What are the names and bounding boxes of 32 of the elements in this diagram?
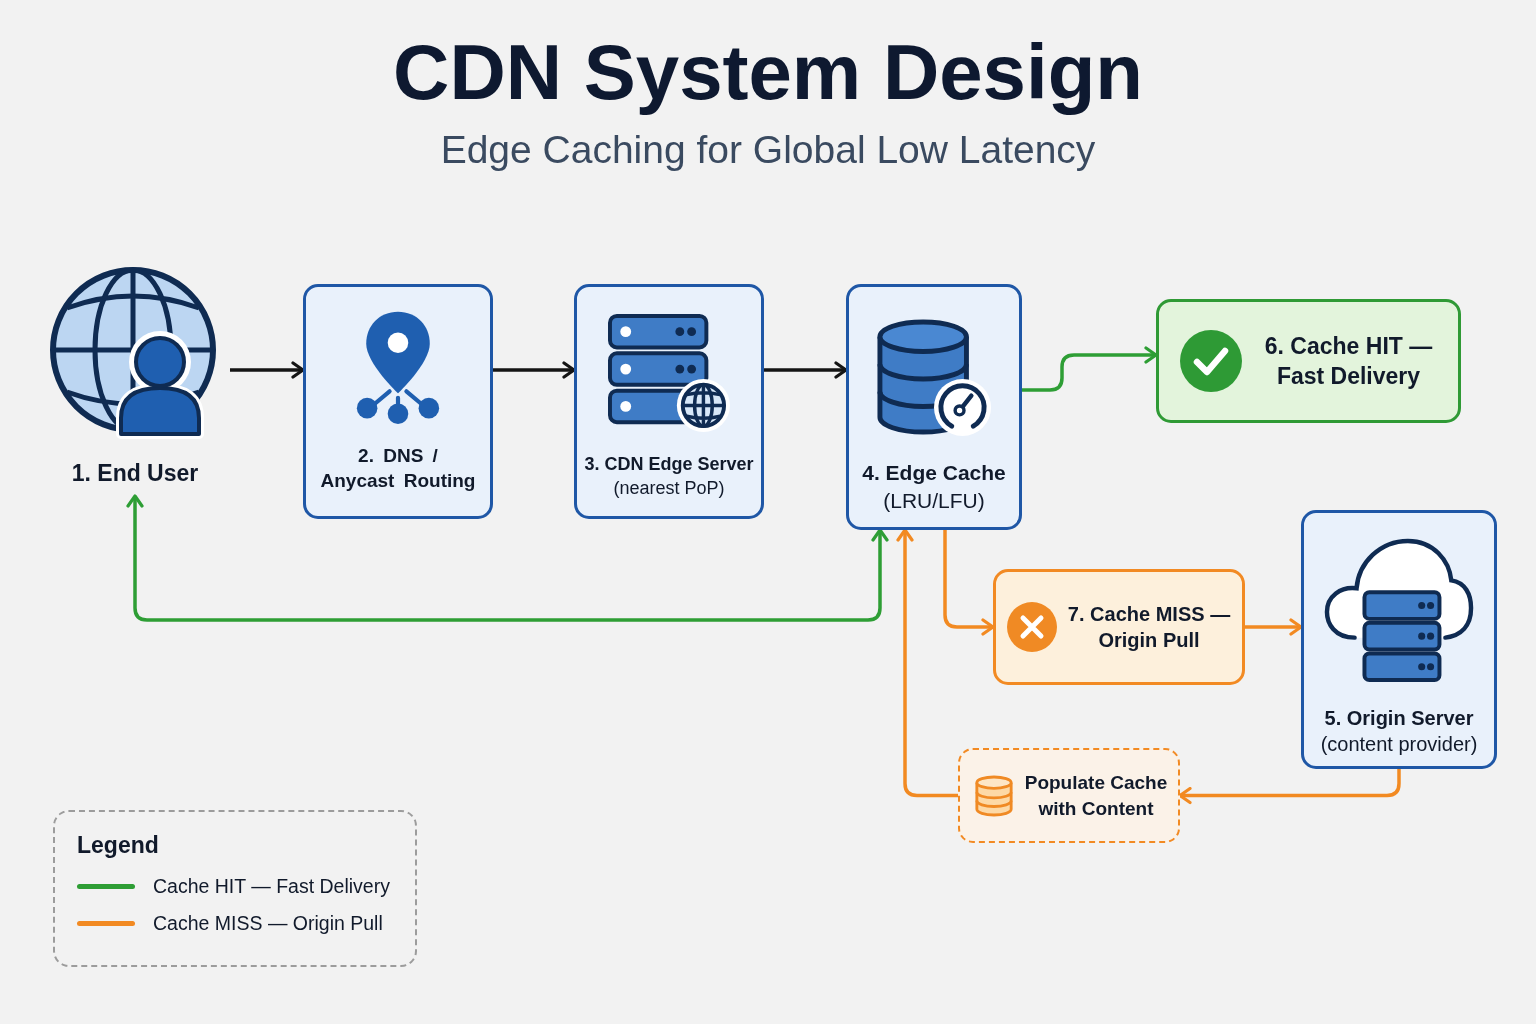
node-label: 7. Cache MISS — Origin Pull (1066, 601, 1232, 653)
legend-title: Legend (77, 832, 159, 859)
node-label: 1. End User (71, 459, 199, 488)
process-box (574, 284, 764, 519)
node-label: 6. Cache HIT — Fast Delivery (1263, 331, 1434, 391)
arrow (943, 530, 995, 636)
status-box (1156, 299, 1461, 423)
arrow (493, 361, 576, 379)
legend-label: Cache MISS — Origin Pull (153, 912, 383, 935)
arrow (764, 361, 848, 379)
node-label: 2. DNS / Anycast Routing (319, 444, 477, 494)
process-box (1301, 510, 1497, 769)
diagram-subtitle: Edge Caching for Global Low Latency (440, 128, 1096, 174)
arrow (126, 494, 889, 622)
arrow (896, 528, 958, 798)
node-sublabel: (nearest PoP) (613, 476, 725, 500)
arrow (230, 361, 305, 379)
process-box (846, 284, 1022, 530)
arrow (1022, 346, 1158, 392)
node-sublabel: (content provider) (1320, 732, 1478, 758)
node-sublabel: (LRU/LFU) (883, 487, 985, 514)
arrow (1245, 618, 1303, 636)
process-box (303, 284, 493, 519)
arrow (1178, 769, 1401, 805)
node-label: 5. Origin Server (1324, 706, 1474, 731)
node-label: 4. Edge Cache (862, 460, 1006, 486)
dashed-box (958, 748, 1180, 843)
node-label: Populate Cache with Content (1023, 771, 1169, 821)
node-label: 3. CDN Edge Server (584, 453, 754, 476)
diagram-title: CDN System Design (393, 30, 1143, 115)
status-box (993, 569, 1245, 685)
legend-label: Cache HIT — Fast Delivery (153, 875, 390, 898)
